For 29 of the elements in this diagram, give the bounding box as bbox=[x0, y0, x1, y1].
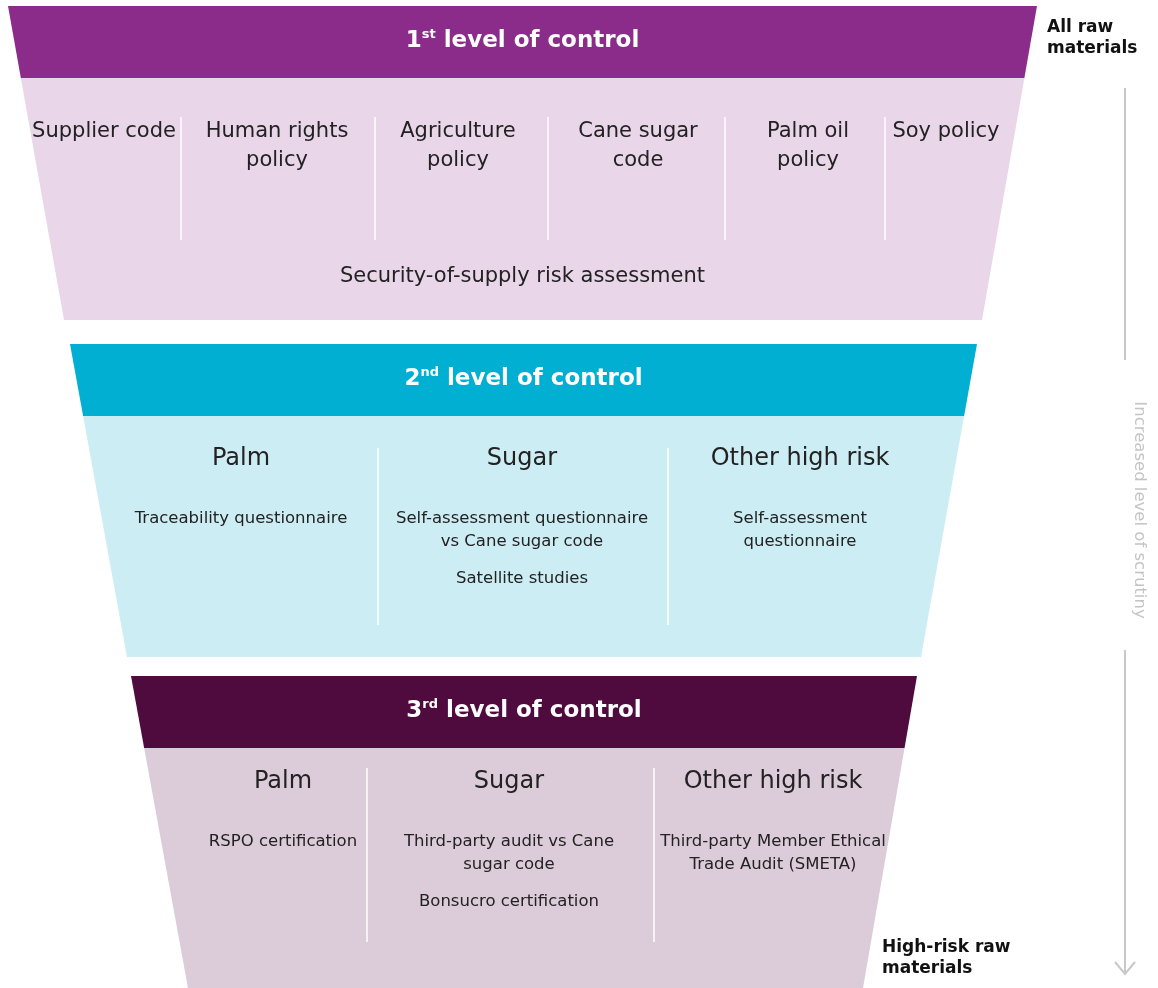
column-text: RSPO certification bbox=[208, 830, 358, 852]
column-heading: Other high risk bbox=[682, 765, 864, 795]
column-text: Traceability questionnaire bbox=[133, 507, 349, 529]
funnel-band bbox=[8, 6, 1037, 320]
column-heading: Sugar bbox=[485, 442, 559, 472]
item-text: Agriculture policy bbox=[399, 117, 517, 173]
item-text: Soy policy bbox=[891, 117, 1001, 144]
level-heading: 2$^{nd}$ level of control bbox=[403, 364, 644, 390]
column-text: Bonsucro certification bbox=[418, 890, 600, 912]
column-text: Self-assessment questionnaire vs Cane sugar code bbox=[394, 507, 650, 552]
item-text: Palm oil policy bbox=[765, 117, 851, 173]
axis-label: Increased level of scrutiny bbox=[1130, 401, 1150, 619]
side-label: All raw materials bbox=[1047, 16, 1139, 58]
column-heading: Sugar bbox=[472, 765, 546, 795]
column-text: Satellite studies bbox=[454, 567, 590, 589]
column-heading: Other high risk bbox=[709, 442, 891, 472]
level-heading: 3$^{rd}$ level of control bbox=[405, 696, 643, 722]
level-heading: 1$^{st}$ level of control bbox=[404, 26, 641, 52]
column-heading: Palm bbox=[210, 442, 272, 472]
band-text: Security-of-supply risk assessment bbox=[338, 263, 707, 287]
column-text: Third-party Member Ethical Trade Audit (SMETA) bbox=[659, 830, 887, 875]
side-label: High-risk raw materials bbox=[882, 936, 1012, 978]
item-text: Supplier code bbox=[31, 117, 177, 144]
column-heading: Palm bbox=[252, 765, 314, 795]
item-text: Human rights policy bbox=[204, 117, 350, 173]
funnel-band bbox=[70, 344, 977, 657]
column-text: Self-assessment questionnaire bbox=[732, 507, 868, 552]
column-text: Third-party audit vs Cane sugar code bbox=[402, 830, 616, 875]
item-text: Cane sugar code bbox=[577, 117, 699, 173]
